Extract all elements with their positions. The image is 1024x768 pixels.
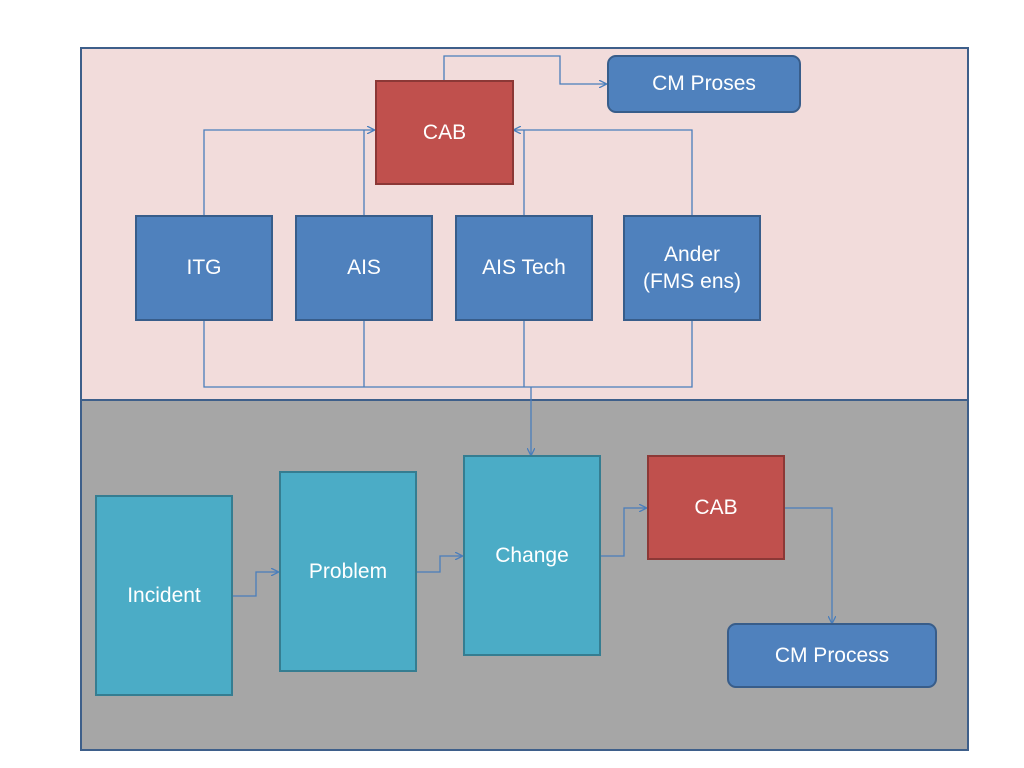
cab-box-bottom: CAB xyxy=(647,455,785,560)
cab-top-label: CAB xyxy=(422,120,467,144)
ais-tech-label: AIS Tech xyxy=(482,256,566,280)
ais-box: AIS xyxy=(295,215,433,321)
change-label: Change xyxy=(495,543,569,567)
incident-box: Incident xyxy=(95,495,233,696)
itg-label: ITG xyxy=(186,256,222,280)
cm-proses-box: CM Proses xyxy=(607,55,801,113)
ander-label: Ander (FMS ens) xyxy=(642,242,741,293)
cm-process-label: CM Process xyxy=(774,643,890,667)
ais-tech-box: AIS Tech xyxy=(455,215,593,321)
problem-box: Problem xyxy=(279,471,417,672)
cab-bottom-label: CAB xyxy=(694,495,738,519)
cm-proses-label: CM Proses xyxy=(652,72,756,96)
problem-label: Problem xyxy=(308,559,388,583)
ander-box: Ander (FMS ens) xyxy=(623,215,761,321)
ais-label: AIS xyxy=(347,256,381,280)
itg-box: ITG xyxy=(135,215,273,321)
cab-box-top: CAB xyxy=(375,80,514,185)
change-box: Change xyxy=(463,455,601,656)
cm-process-box: CM Process xyxy=(727,623,937,688)
incident-label: Incident xyxy=(127,583,201,607)
